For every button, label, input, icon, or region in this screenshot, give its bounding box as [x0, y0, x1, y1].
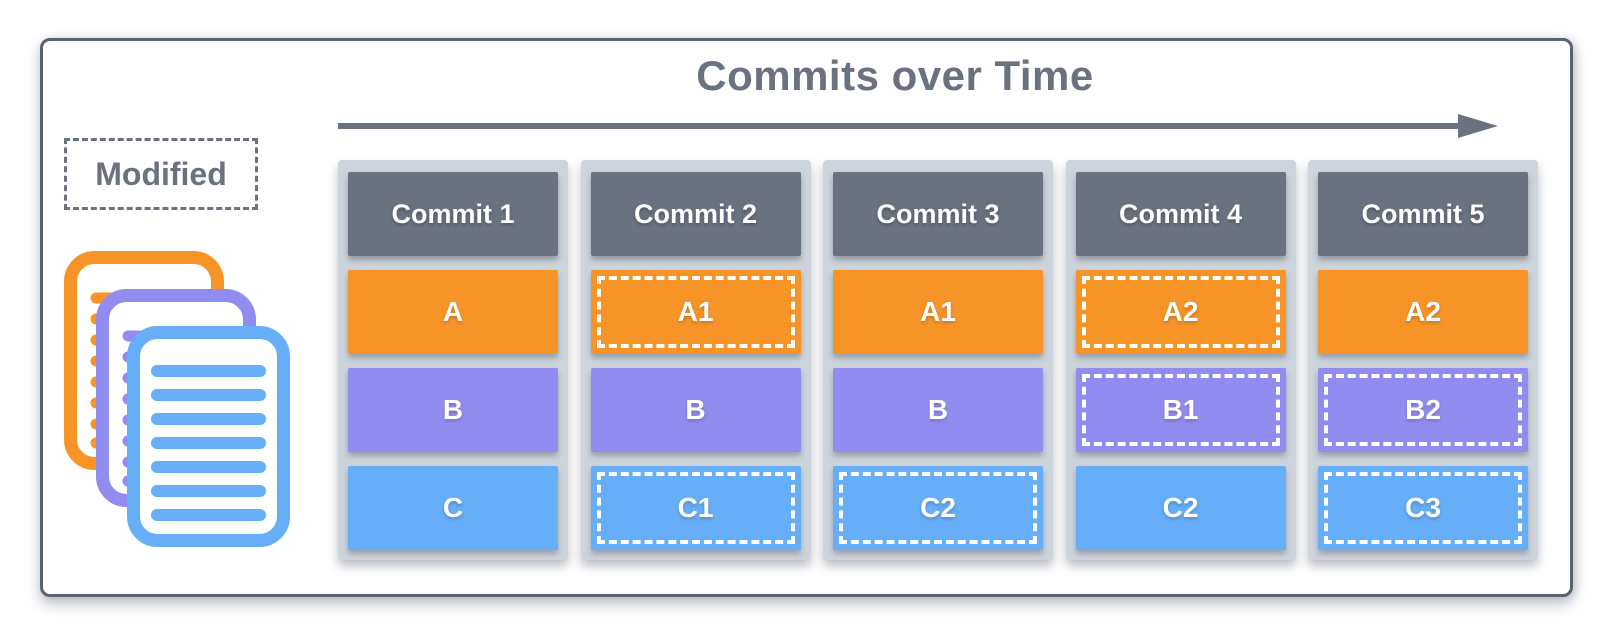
file-box: B1	[1075, 368, 1286, 452]
time-arrow	[336, 110, 1501, 142]
file-label: C1	[677, 492, 714, 523]
commit-header: Commit 4	[1075, 172, 1286, 256]
file-box: B	[590, 368, 801, 452]
commit-column-3: Commit 3 A1 B C2	[823, 160, 1053, 560]
file-box: A2	[1075, 270, 1286, 354]
diagram-title: Commits over Time	[696, 52, 1094, 99]
commit-label: Commit 3	[876, 198, 1000, 229]
file-label: C	[442, 492, 464, 523]
commit-column-4: Commit 4 A2 B1 C2	[1065, 160, 1296, 560]
commit-label: Commit 4	[1118, 198, 1243, 229]
file-label: A1	[677, 296, 714, 327]
commit-column-5: Commit 5 A2 B2 C3	[1308, 160, 1538, 560]
file-label: A1	[920, 296, 956, 327]
commit-label: Commit 1	[391, 198, 515, 229]
file-label: B1	[1162, 394, 1199, 425]
file-label: B	[685, 394, 706, 425]
file-label: A2	[1162, 296, 1199, 327]
commit-header: Commit 3	[833, 172, 1043, 256]
file-label: A	[442, 296, 464, 327]
commit-header: Commit 2	[590, 172, 801, 256]
commit-header: Commit 5	[1318, 172, 1528, 256]
file-label: C3	[1405, 492, 1441, 523]
stacked-documents-icon	[62, 250, 292, 548]
file-box: C1	[590, 466, 801, 550]
file-box: B2	[1318, 368, 1528, 452]
commit-columns: Commit 1 A B C Commit 2 A1 B C1 Commit 3…	[338, 160, 1538, 560]
file-label: A2	[1405, 296, 1441, 327]
file-box: A2	[1318, 270, 1528, 354]
file-label: B	[927, 394, 949, 425]
file-box: C2	[1075, 466, 1286, 550]
commit-label: Commit 5	[1361, 198, 1485, 229]
file-box: A1	[833, 270, 1043, 354]
file-label: B2	[1405, 394, 1441, 425]
file-label: C2	[920, 492, 956, 523]
commit-column-2: Commit 2 A1 B C1	[580, 160, 811, 560]
file-box: A1	[590, 270, 801, 354]
file-label: B	[442, 394, 464, 425]
file-box: C2	[833, 466, 1043, 550]
file-box: B	[833, 368, 1043, 452]
file-box: B	[348, 368, 558, 452]
commit-column-1: Commit 1 A B C	[338, 160, 568, 560]
file-label: C2	[1162, 492, 1199, 523]
file-box: C	[348, 466, 558, 550]
right-arrow-icon	[338, 114, 1498, 138]
modified-legend: Modified	[64, 138, 258, 210]
commit-label: Commit 2	[633, 198, 758, 229]
commit-header: Commit 1	[348, 172, 558, 256]
file-box: C3	[1318, 466, 1528, 550]
file-box: A	[348, 270, 558, 354]
modified-legend-label: Modified	[95, 155, 227, 192]
